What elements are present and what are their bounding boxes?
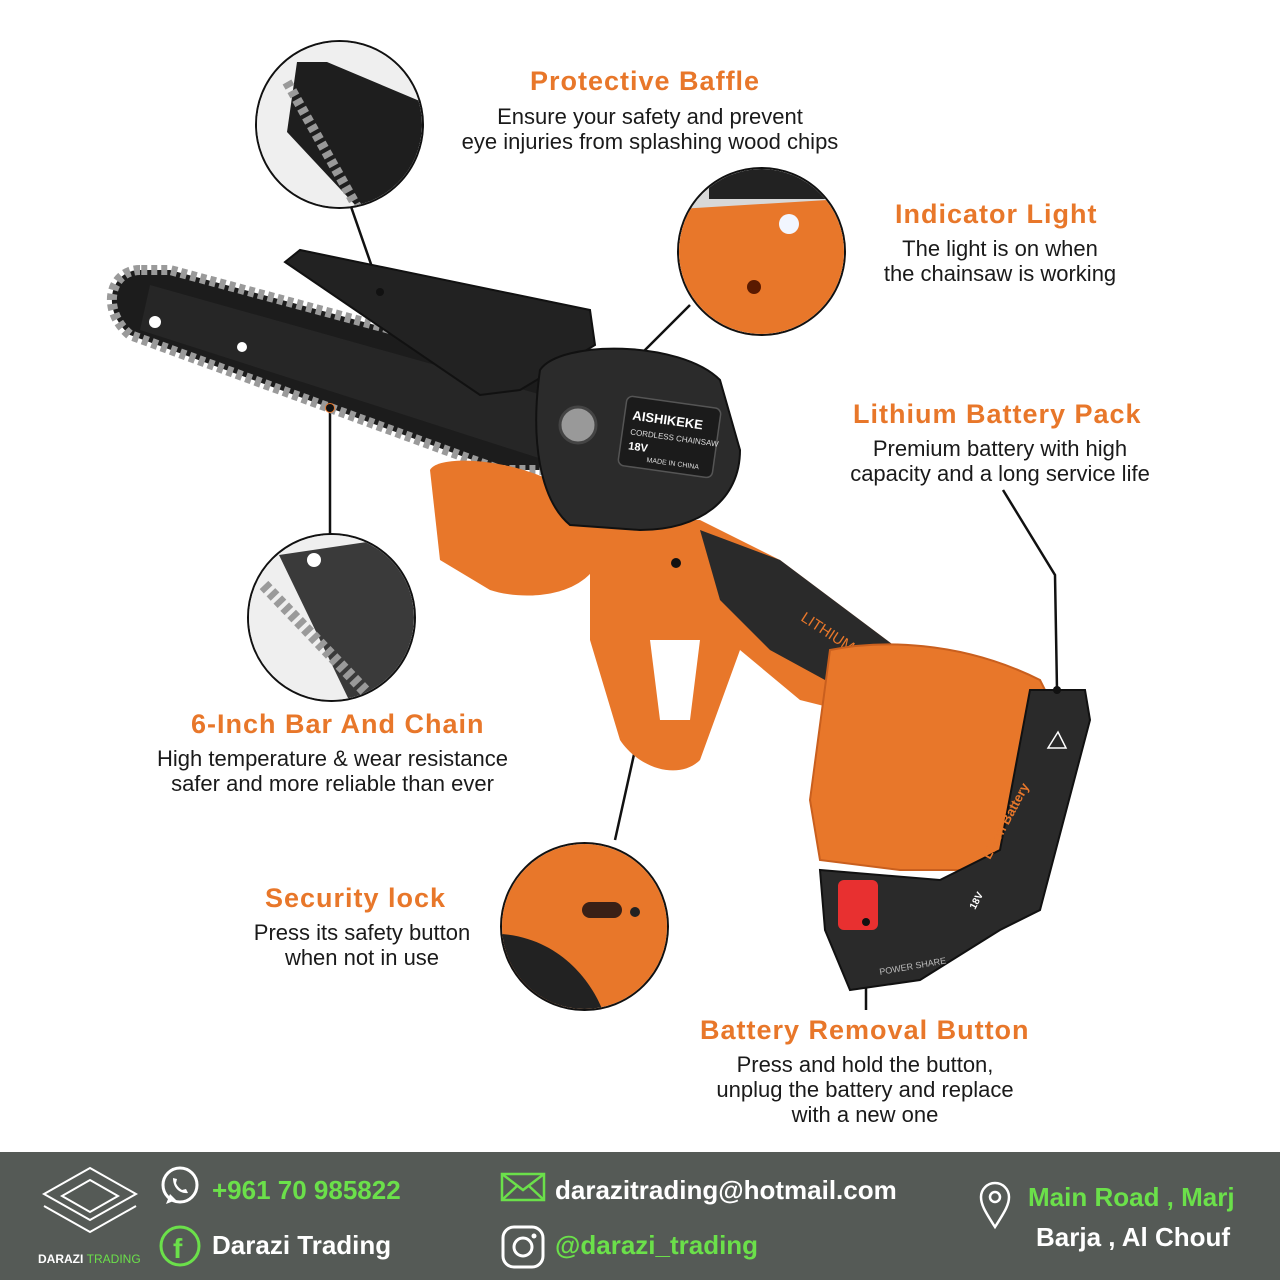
facebook-icon: f bbox=[159, 1225, 201, 1267]
address-line-2: Barja , Al Chouf bbox=[1036, 1222, 1231, 1252]
address-line-1: Main Road , Marj bbox=[1028, 1182, 1235, 1212]
email-icon bbox=[500, 1172, 546, 1202]
phone-number[interactable]: +961 70 985822 bbox=[212, 1175, 401, 1205]
voltage-label: 18V bbox=[627, 440, 649, 455]
product-infographic: LITHIUM AISHIKEKE CORDLESS CHAINSAW 18V … bbox=[107, 40, 1150, 1127]
instagram-icon bbox=[501, 1225, 545, 1269]
email-address[interactable]: darazitrading@hotmail.com bbox=[555, 1175, 897, 1205]
facebook-page[interactable]: Darazi Trading bbox=[212, 1230, 392, 1260]
feature-title-battery-removal: Battery Removal Button bbox=[700, 1015, 1030, 1045]
feature-desc-battery-removal: Press and hold the button,unplug the bat… bbox=[716, 1052, 1014, 1127]
baffle-detail-circle bbox=[255, 40, 424, 209]
svg-text:f: f bbox=[173, 1233, 183, 1264]
feature-title-indicator: Indicator Light bbox=[895, 199, 1098, 229]
indicator-detail-circle bbox=[677, 167, 846, 336]
whatsapp-icon bbox=[161, 1166, 199, 1204]
chainsaw-illustration: LITHIUM AISHIKEKE CORDLESS CHAINSAW 18V … bbox=[107, 174, 1092, 1010]
feature-title-bar-chain: 6-Inch Bar And Chain bbox=[191, 709, 485, 739]
contact-footer: DARAZI TRADING +961 70 985822 f Darazi T… bbox=[0, 1152, 1280, 1280]
feature-title-baffle: Protective Baffle bbox=[530, 66, 761, 96]
battery-pack: Li-ion Battery 18V POWER SHARE bbox=[808, 643, 1092, 992]
bar-detail-circle bbox=[247, 533, 416, 702]
darazi-logo-icon bbox=[41, 1166, 139, 1234]
location-pin-icon bbox=[979, 1181, 1011, 1230]
logo-text: DARAZI TRADING bbox=[38, 1252, 141, 1266]
instagram-handle[interactable]: @darazi_trading bbox=[555, 1230, 759, 1260]
feature-title-security-lock: Security lock bbox=[265, 883, 447, 913]
battery-release-button bbox=[838, 880, 878, 930]
feature-title-battery-pack: Lithium Battery Pack bbox=[853, 399, 1142, 429]
security-lock-detail-circle bbox=[500, 842, 669, 1011]
